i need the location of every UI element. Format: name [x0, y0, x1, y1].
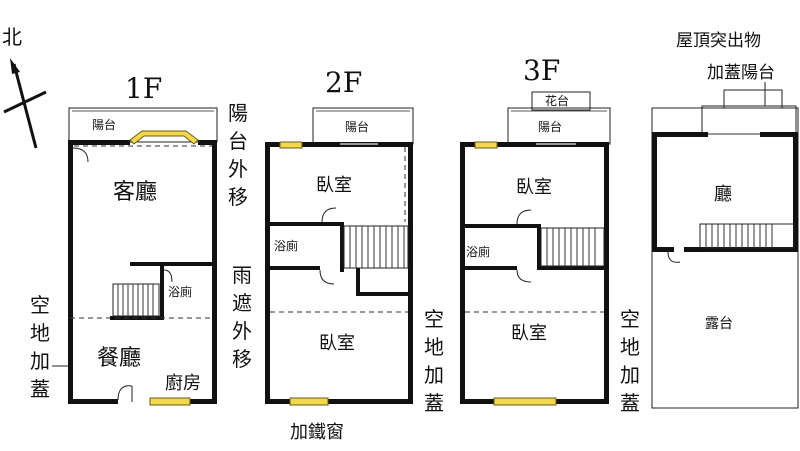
- 3f-planter-label: 花台: [545, 93, 569, 108]
- note-canopy-moved: 雨 遮 外 移: [232, 263, 252, 371]
- 2f-balcony-label: 陽台: [345, 119, 369, 134]
- svg-text:地: 地: [424, 335, 444, 359]
- 1f-entry-door-icon: [117, 385, 133, 401]
- svg-text:外: 外: [228, 157, 248, 181]
- 2f-bedroom-top-label: 臥室: [316, 175, 352, 196]
- 2f-bathroom-label: 浴廁: [274, 238, 298, 253]
- floor-1f-title: 1F: [125, 72, 162, 105]
- roof-terrace-outline: [651, 107, 799, 409]
- 2f-iron-window-note: 加鐵窗: [290, 422, 344, 443]
- 3f-staircase: [540, 227, 605, 267]
- 3f-bedroom-top-label: 臥室: [516, 177, 552, 198]
- 3f-planter-outline: [531, 91, 591, 111]
- svg-text:外: 外: [232, 319, 252, 343]
- north-arrow-icon: [3, 58, 47, 149]
- 3f-front-window-icon: [493, 397, 557, 406]
- svg-text:空: 空: [424, 307, 444, 331]
- 2f-iron-window-icon: [289, 397, 329, 406]
- 1f-balcony-outline: [68, 107, 218, 143]
- svg-text:雨: 雨: [232, 263, 252, 287]
- svg-text:地: 地: [620, 335, 640, 359]
- roof-plan: [651, 89, 799, 409]
- roof-staircase: [699, 223, 795, 249]
- svg-text:地: 地: [30, 321, 50, 345]
- roof-addition-note: 屋頂突出物: [676, 31, 761, 51]
- roof-balcony-outline: [701, 105, 797, 135]
- 1f-bay-window-icon: [129, 130, 199, 145]
- svg-text:移: 移: [228, 185, 248, 209]
- svg-text:蓋: 蓋: [620, 391, 640, 415]
- svg-text:台: 台: [228, 129, 248, 153]
- note-void-covered-left: 空 地 加 蓋: [30, 293, 68, 401]
- 3f-balcony-label: 陽台: [538, 119, 562, 134]
- note-void-covered-right: 空 地 加 蓋: [620, 307, 640, 415]
- floor-2f-plan: [265, 107, 414, 406]
- 3f-side-window-icon: [474, 141, 498, 149]
- compass-north-label: 北: [2, 25, 22, 49]
- note-balcony-moved: 陽 台 外 移: [228, 101, 248, 209]
- note-void-covered-mid: 空 地 加 蓋: [424, 307, 444, 415]
- floor-3f-plan: [460, 91, 611, 406]
- roof-balcony-note: 加蓋陽台: [707, 63, 775, 83]
- 1f-bathroom-label: 浴廁: [168, 284, 192, 299]
- svg-text:加: 加: [30, 349, 50, 373]
- 2f-bedroom-bottom-label: 臥室: [319, 333, 355, 354]
- svg-text:加: 加: [620, 363, 640, 387]
- 1f-kitchen-label: 廚房: [165, 372, 201, 394]
- svg-text:空: 空: [30, 293, 50, 317]
- 1f-front-window-icon: [149, 397, 191, 406]
- svg-text:陽: 陽: [228, 101, 248, 125]
- floor-2f-title: 2F: [325, 66, 362, 99]
- 1f-balcony-label: 陽台: [92, 117, 116, 132]
- 1f-balcony-door-icon: [72, 147, 89, 163]
- 3f-bedroom-bottom-label: 臥室: [511, 323, 547, 344]
- 1f-dining-room-label: 餐廳: [97, 346, 141, 371]
- 2f-side-window-icon: [279, 141, 303, 149]
- roof-terrace-label: 露台: [705, 316, 733, 332]
- 3f-bathroom-label: 浴廁: [466, 244, 490, 259]
- 1f-living-room-label: 客廳: [113, 180, 157, 205]
- svg-text:蓋: 蓋: [424, 391, 444, 415]
- floor-1f-plan: [68, 107, 218, 406]
- svg-text:遮: 遮: [232, 291, 252, 315]
- floor-3f-title: 3F: [523, 54, 560, 87]
- 2f-staircase: [343, 225, 409, 269]
- 1f-staircase: [112, 283, 160, 317]
- roof-hall-label: 廳: [714, 184, 732, 205]
- svg-text:蓋: 蓋: [30, 377, 50, 401]
- svg-text:移: 移: [232, 347, 252, 371]
- svg-text:空: 空: [620, 307, 640, 331]
- svg-text:加: 加: [424, 363, 444, 387]
